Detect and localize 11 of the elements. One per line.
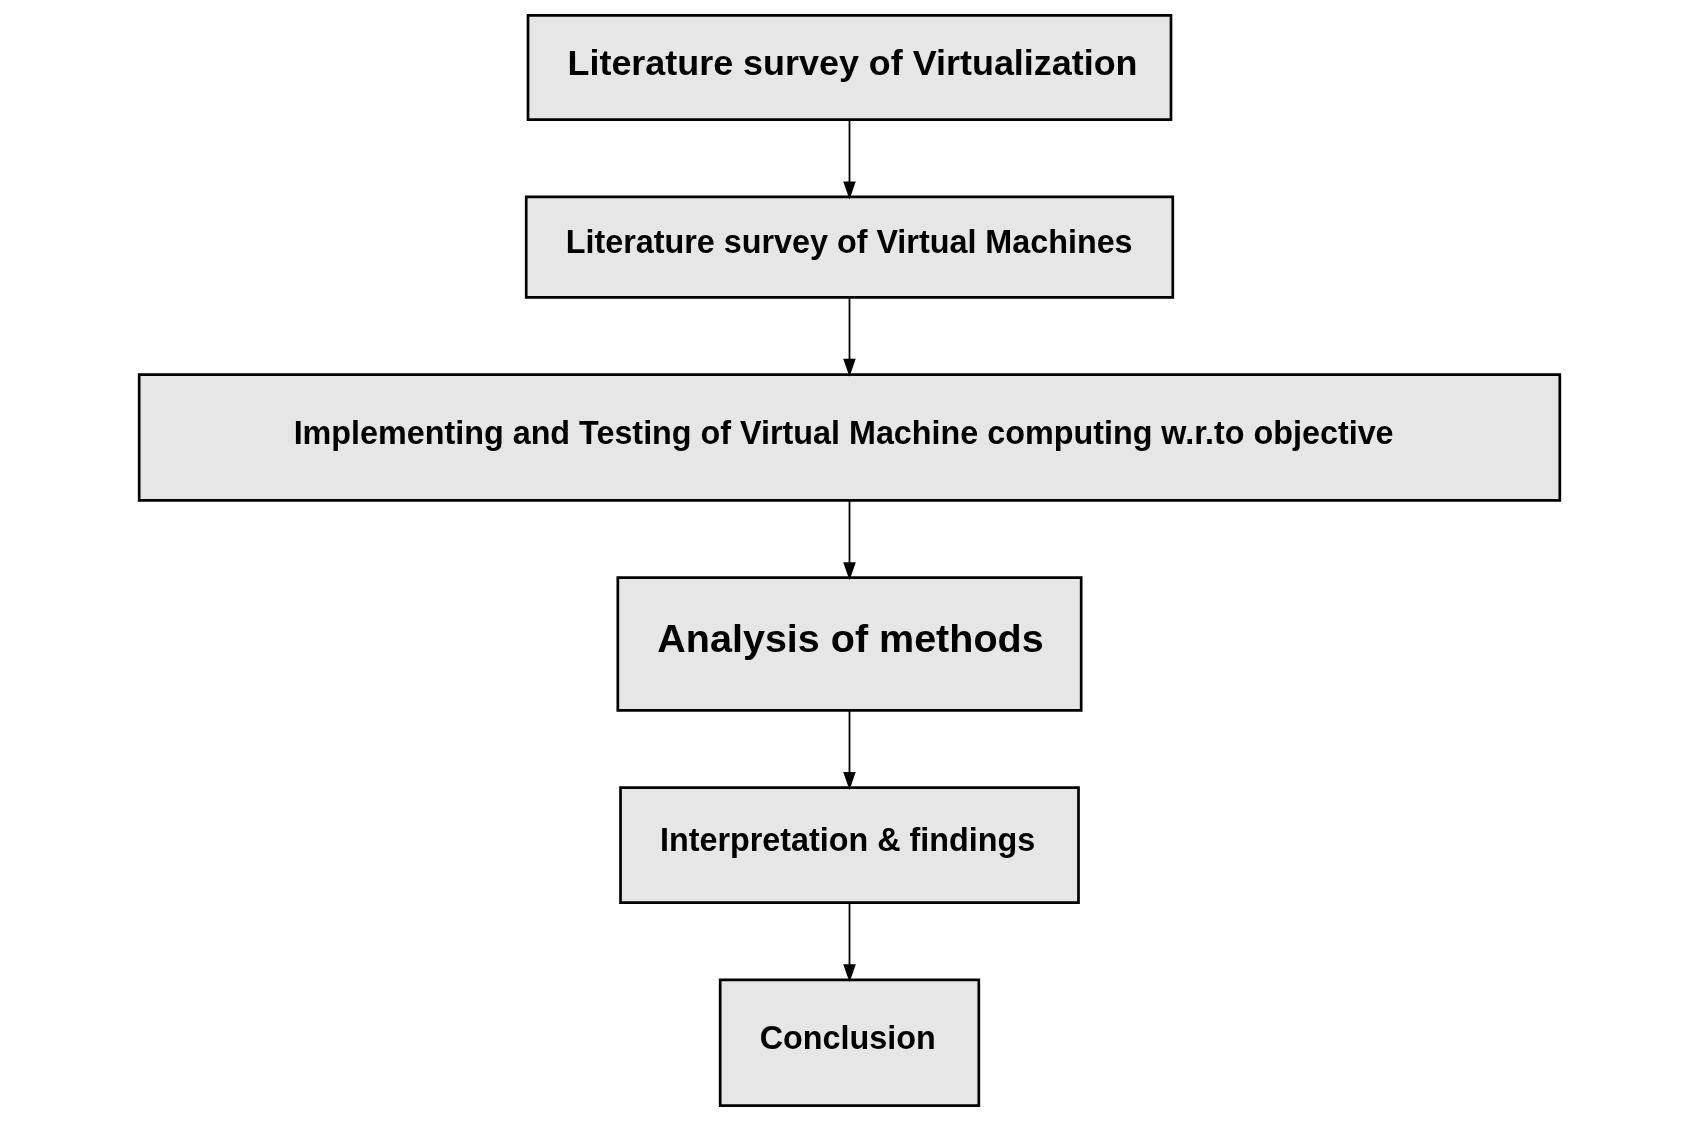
arrow	[842, 118, 856, 200]
node-box: Literature survey of Virtualization	[526, 14, 1172, 121]
arrow	[842, 296, 856, 377]
node-box: Analysis of methods	[615, 576, 1083, 712]
node-box: Literature survey of Virtual Machines	[524, 195, 1174, 299]
arrow	[842, 709, 856, 790]
node-box: Conclusion	[718, 978, 980, 1107]
arrow	[842, 902, 856, 983]
node-box: Implementing and Testing of Virtual Machine computing w.r.to objective	[137, 373, 1561, 502]
node-box: Interpretation & findings	[618, 786, 1080, 904]
arrow	[842, 499, 856, 581]
